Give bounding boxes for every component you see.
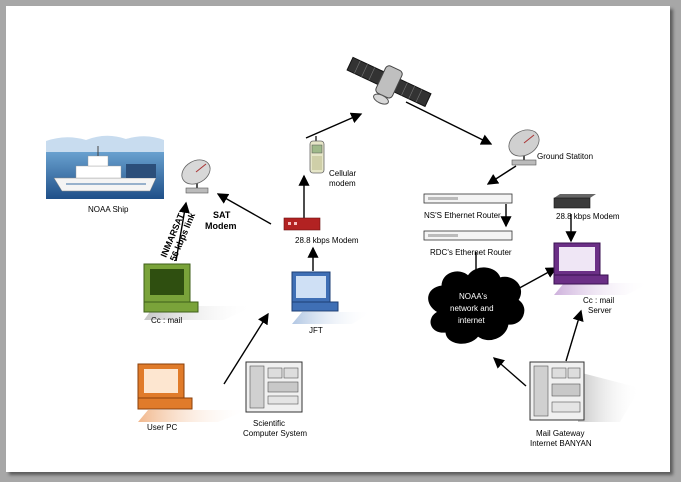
cloud-label-line1: NOAA's [459,292,487,301]
ccmail-server-label-line2: Server [588,306,612,315]
modem-right-label: 28.8 kbps Modem [556,212,620,221]
scientific-computer-icon [245,361,303,413]
ccmail-pc-label: Cc : mail [151,316,182,325]
inmarsat-label-group: INMARSAT 56 kbps link [159,210,198,262]
user-pc-icon [137,363,248,422]
cellular-label-line1: Cellular [329,169,356,178]
connection-lines [175,101,584,387]
modem-left-icon [283,217,321,231]
noaa-ship-photo [46,135,164,199]
arrow-ground-to-router [486,165,517,185]
arrow-gateway-to-cloud [492,357,527,387]
jft-pc-icon [291,271,372,324]
sat-dish-left-icon [181,159,211,194]
ship-label: NOAA Ship [88,205,129,214]
arrow-gateway-to-server [565,309,584,362]
jft-label: JFT [309,326,323,335]
rdc-router-icon [423,230,513,241]
mail-gateway-icon [529,361,640,422]
arrow-satellite-to-ground [405,101,493,145]
cloud-label-line2: network and [450,304,494,313]
gateway-label-line1: Mail Gateway [536,429,584,438]
sat-modem-label-line2: Modem [205,221,237,231]
user-pc-label: User PC [147,423,177,432]
arrow-modem-to-satmodem [216,193,272,225]
ns-router-icon [423,193,513,204]
network-diagram: NOAA Ship INMARSAT 56 kbps link SAT Mode… [46,56,650,448]
scientific-label-line1: Scientific [253,419,285,428]
network-cloud-icon [428,267,525,344]
arrow-ccmail-to-dish [175,201,190,262]
ground-station-dish-icon [508,129,540,166]
cellular-phone-icon [309,136,325,174]
modem-right-icon [553,194,596,209]
diagram-page: NOAA Ship INMARSAT 56 kbps link SAT Mode… [6,6,670,472]
ns-router-label: NS'S Ethernet Router [424,211,501,220]
arrow-userpc-to-jft [223,312,269,385]
modem-left-label: 28.8 kbps Modem [295,236,359,245]
scientific-label-line2: Computer System [243,429,307,438]
gateway-label-line2: Internet BANYAN [530,439,592,448]
cellular-label-line2: modem [329,179,356,188]
sat-modem-label-line1: SAT [213,210,231,220]
satellite-icon [346,56,432,108]
ccmail-server-icon [553,242,650,295]
ground-station-label: Ground Statiton [537,152,593,161]
ccmail-server-label-line1: Cc : mail [583,296,614,305]
ccmail-pc-icon [143,263,254,320]
rdc-router-label: RDC's Ethernet Router [430,248,512,257]
cloud-label-line3: internet [458,316,485,325]
arrow-cloud-to-server [513,267,558,292]
arrow-cellular-to-satellite [305,112,363,139]
